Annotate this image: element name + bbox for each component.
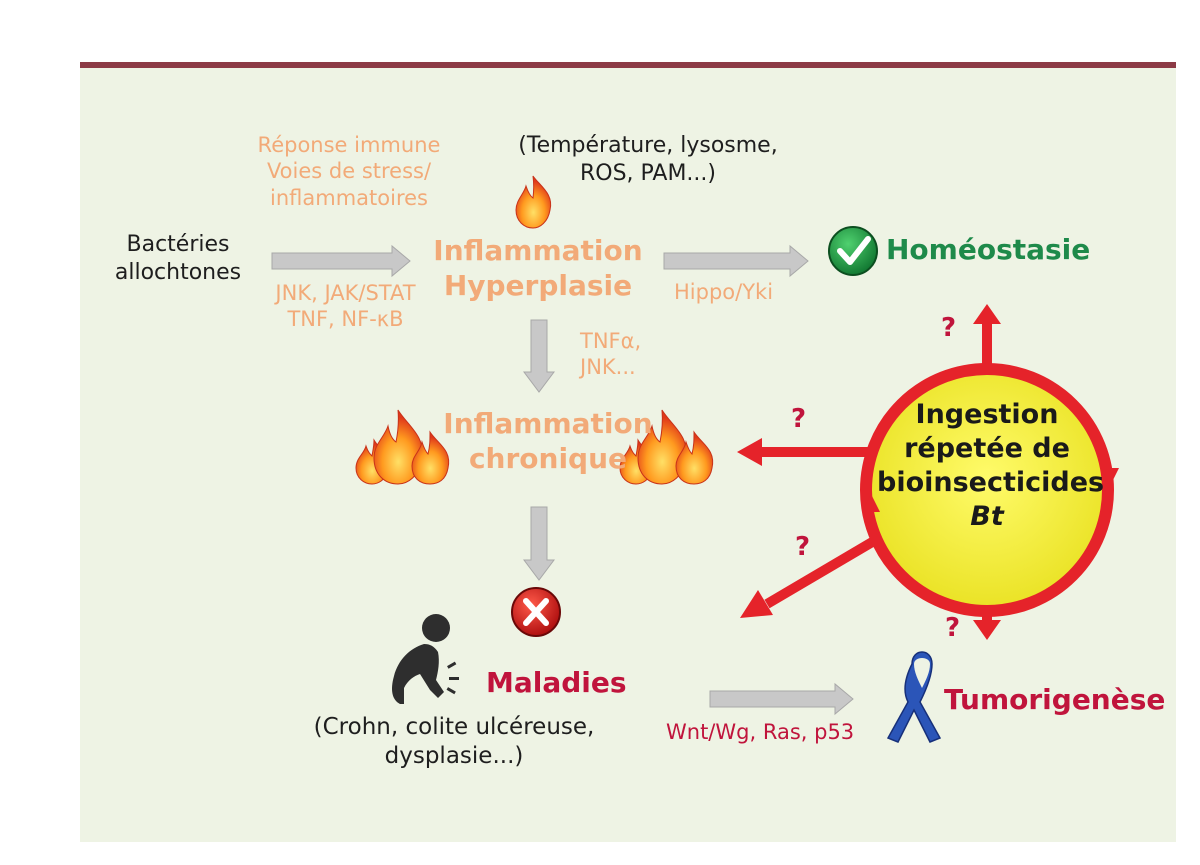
factors-text: (Température, lysosme, ROS, PAM...)	[488, 132, 808, 187]
flame-cluster-left-icon	[355, 409, 450, 485]
hyperplasia-line: Hyperplasie	[443, 269, 633, 302]
pathways-top-line2: TNF, NF-κB	[287, 307, 404, 332]
bt-ingestion-line3: bioinsecticides	[877, 467, 1105, 499]
question-mark-top: ?	[941, 313, 957, 343]
immune-response-line2: Voies de stress/	[266, 159, 432, 184]
bacteria-line1: Bactéries	[126, 232, 230, 257]
question-mark-diag: ?	[795, 532, 811, 562]
arrow-bacteria-to-inflammation	[271, 244, 411, 278]
homeostasis-label: Homéostasie	[886, 233, 1091, 266]
disease-examples-line1: (Crohn, colite ulcéreuse,	[313, 714, 595, 740]
arrow-chronic-to-diseases	[523, 506, 555, 581]
pathways-top-line1: JNK, JAK/STAT	[275, 281, 416, 305]
top-rule	[80, 62, 1176, 68]
bt-ingestion-line4: Bt	[970, 501, 1004, 533]
hippo-yki-text: Hippo/Yki	[674, 280, 774, 304]
tnf-jnk-text: TNFα, JNK...	[580, 328, 641, 381]
arrow-diag-head	[740, 590, 773, 618]
arrow-up-head	[973, 304, 1001, 324]
factors-line2: ROS, PAM...)	[579, 160, 716, 186]
x-circle-icon	[511, 587, 561, 637]
arrow-inflammation-to-homeostasis	[663, 244, 809, 278]
check-circle-icon	[828, 226, 878, 276]
question-mark-left: ?	[791, 404, 807, 434]
immune-response-line1: Réponse immune	[257, 133, 441, 157]
person-stomach-pain-icon	[392, 614, 459, 704]
tnf-line: TNFα,	[580, 329, 642, 353]
arrow-hyperplasia-to-chronic	[523, 319, 555, 393]
bt-circle	[737, 304, 1119, 640]
immune-response-line3: inflammatoires	[270, 185, 428, 210]
flame-cluster-right-icon	[619, 409, 714, 485]
bt-ingestion-line2: répetée de	[904, 433, 1070, 465]
bt-ingestion-line1: Ingestion	[915, 399, 1059, 430]
factors-line1: (Température, lysosme,	[518, 133, 778, 158]
arrow-left-head	[737, 438, 762, 466]
flame-icon	[515, 175, 552, 229]
chronic-inflammation-line1: Inflammation	[443, 407, 653, 440]
bacteria-label: Bactéries allochtones	[108, 231, 248, 286]
chronic-inflammation-label: Inflammation chronique	[428, 406, 668, 476]
inflammation-hyperplasia-label: Inflammation Hyperplasie	[418, 233, 658, 303]
arrow-down-head	[973, 620, 1001, 640]
jnk-line: JNK...	[580, 355, 636, 380]
inflammation-line: Inflammation	[433, 234, 643, 267]
tumorigenesis-label: Tumorigenèse	[944, 683, 1166, 716]
diseases-label: Maladies	[486, 666, 627, 699]
immune-response-text: Réponse immune Voies de stress/ inflamma…	[244, 132, 454, 211]
bacteria-line2: allochtones	[114, 259, 242, 285]
tumor-pathways-text: Wnt/Wg, Ras, p53	[666, 720, 855, 744]
bt-ingestion-label: Ingestion répetée de bioinsecticides Bt	[877, 398, 1105, 534]
arrow-diseases-to-tumorigenesis	[709, 682, 854, 716]
disease-examples-text: (Crohn, colite ulcéreuse, dysplasie...)	[284, 713, 624, 771]
pathways-top-text: JNK, JAK/STAT TNF, NF-κB	[258, 280, 433, 333]
chronic-inflammation-line2: chronique	[468, 442, 628, 475]
disease-examples-line2: dysplasie...)	[384, 742, 524, 769]
cancer-ribbon-icon	[886, 651, 942, 743]
question-mark-bottom: ?	[945, 613, 961, 643]
